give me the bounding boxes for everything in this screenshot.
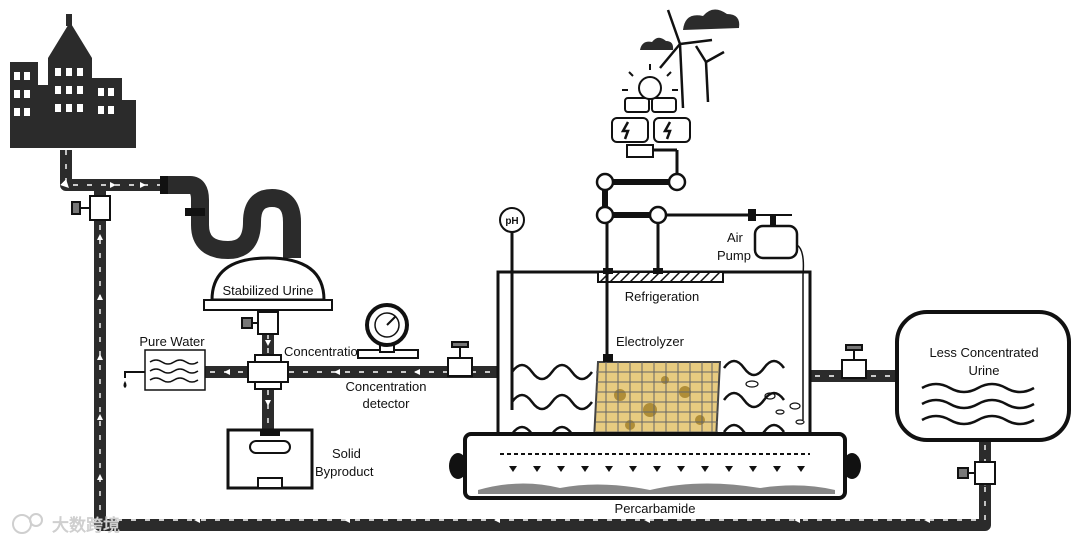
concentration-detector-label-1: Concentration [346, 379, 427, 394]
concentration-detector-label-2: detector [363, 396, 411, 411]
pipe-flange-2 [185, 208, 205, 216]
percarbamide-tray: Percarbamide [449, 432, 861, 516]
city-buildings-icon [10, 14, 136, 148]
air-pump-icon: Air Pump [717, 209, 805, 420]
valve-icon-tank-outlet [957, 461, 996, 485]
less-concentrated-label-1: Less Concentrated [929, 345, 1038, 360]
air-pump-label-1: Air [727, 230, 744, 245]
ph-probe: pH [499, 207, 525, 410]
valve-icon-reactor-inlet [447, 341, 473, 377]
cloud-icon [640, 9, 740, 50]
pipe-gooseneck [165, 176, 301, 259]
valve-icon-stabilized [241, 311, 279, 335]
stabilized-urine-tank: Stabilized Urine [203, 256, 333, 311]
circuit-nodes [595, 172, 687, 225]
air-pump-label-2: Pump [717, 248, 751, 263]
wind-turbine-icon [659, 9, 725, 109]
pure-water-label: Pure Water [139, 334, 205, 349]
solar-panel-icon [611, 97, 691, 158]
water-drop-icon [123, 381, 127, 388]
valve-icon-left [71, 195, 111, 221]
watermark-text: 大数跨境 [52, 515, 120, 536]
watermark: 大数跨境 [12, 513, 120, 536]
solid-byproduct-container: Solid Byproduct [226, 428, 374, 490]
valve-icon-tank-inlet [841, 344, 867, 379]
plate-connector-1 [603, 268, 613, 274]
pure-water-tank: Pure Water [123, 334, 206, 391]
cross-fitting [247, 354, 289, 390]
less-concentrated-urine-tank: Less Concentrated Urine [895, 310, 1071, 442]
flow-arrows [60, 150, 986, 521]
pipe-city-outlet [60, 150, 165, 191]
stabilized-urine-label: Stabilized Urine [222, 283, 313, 298]
electrolyzer-label: Electrolyzer [616, 334, 685, 349]
electrode-connector [603, 354, 613, 362]
percarbamide-label: Percarbamide [615, 501, 696, 516]
concentration-detector-gauge-icon: Concentration detector [346, 303, 427, 411]
ph-label: pH [505, 216, 518, 227]
plate-connector-2 [653, 268, 663, 274]
pipe-flange [160, 176, 168, 194]
solid-byproduct-label-2: Byproduct [315, 464, 374, 479]
sun-icon [622, 64, 678, 100]
solid-byproduct-label-1: Solid [332, 446, 361, 461]
concentration-label: Concentration [284, 344, 365, 359]
refrigeration-label: Refrigeration [625, 289, 699, 304]
electrode-leads [605, 222, 660, 356]
less-concentrated-label-2: Urine [968, 363, 999, 378]
